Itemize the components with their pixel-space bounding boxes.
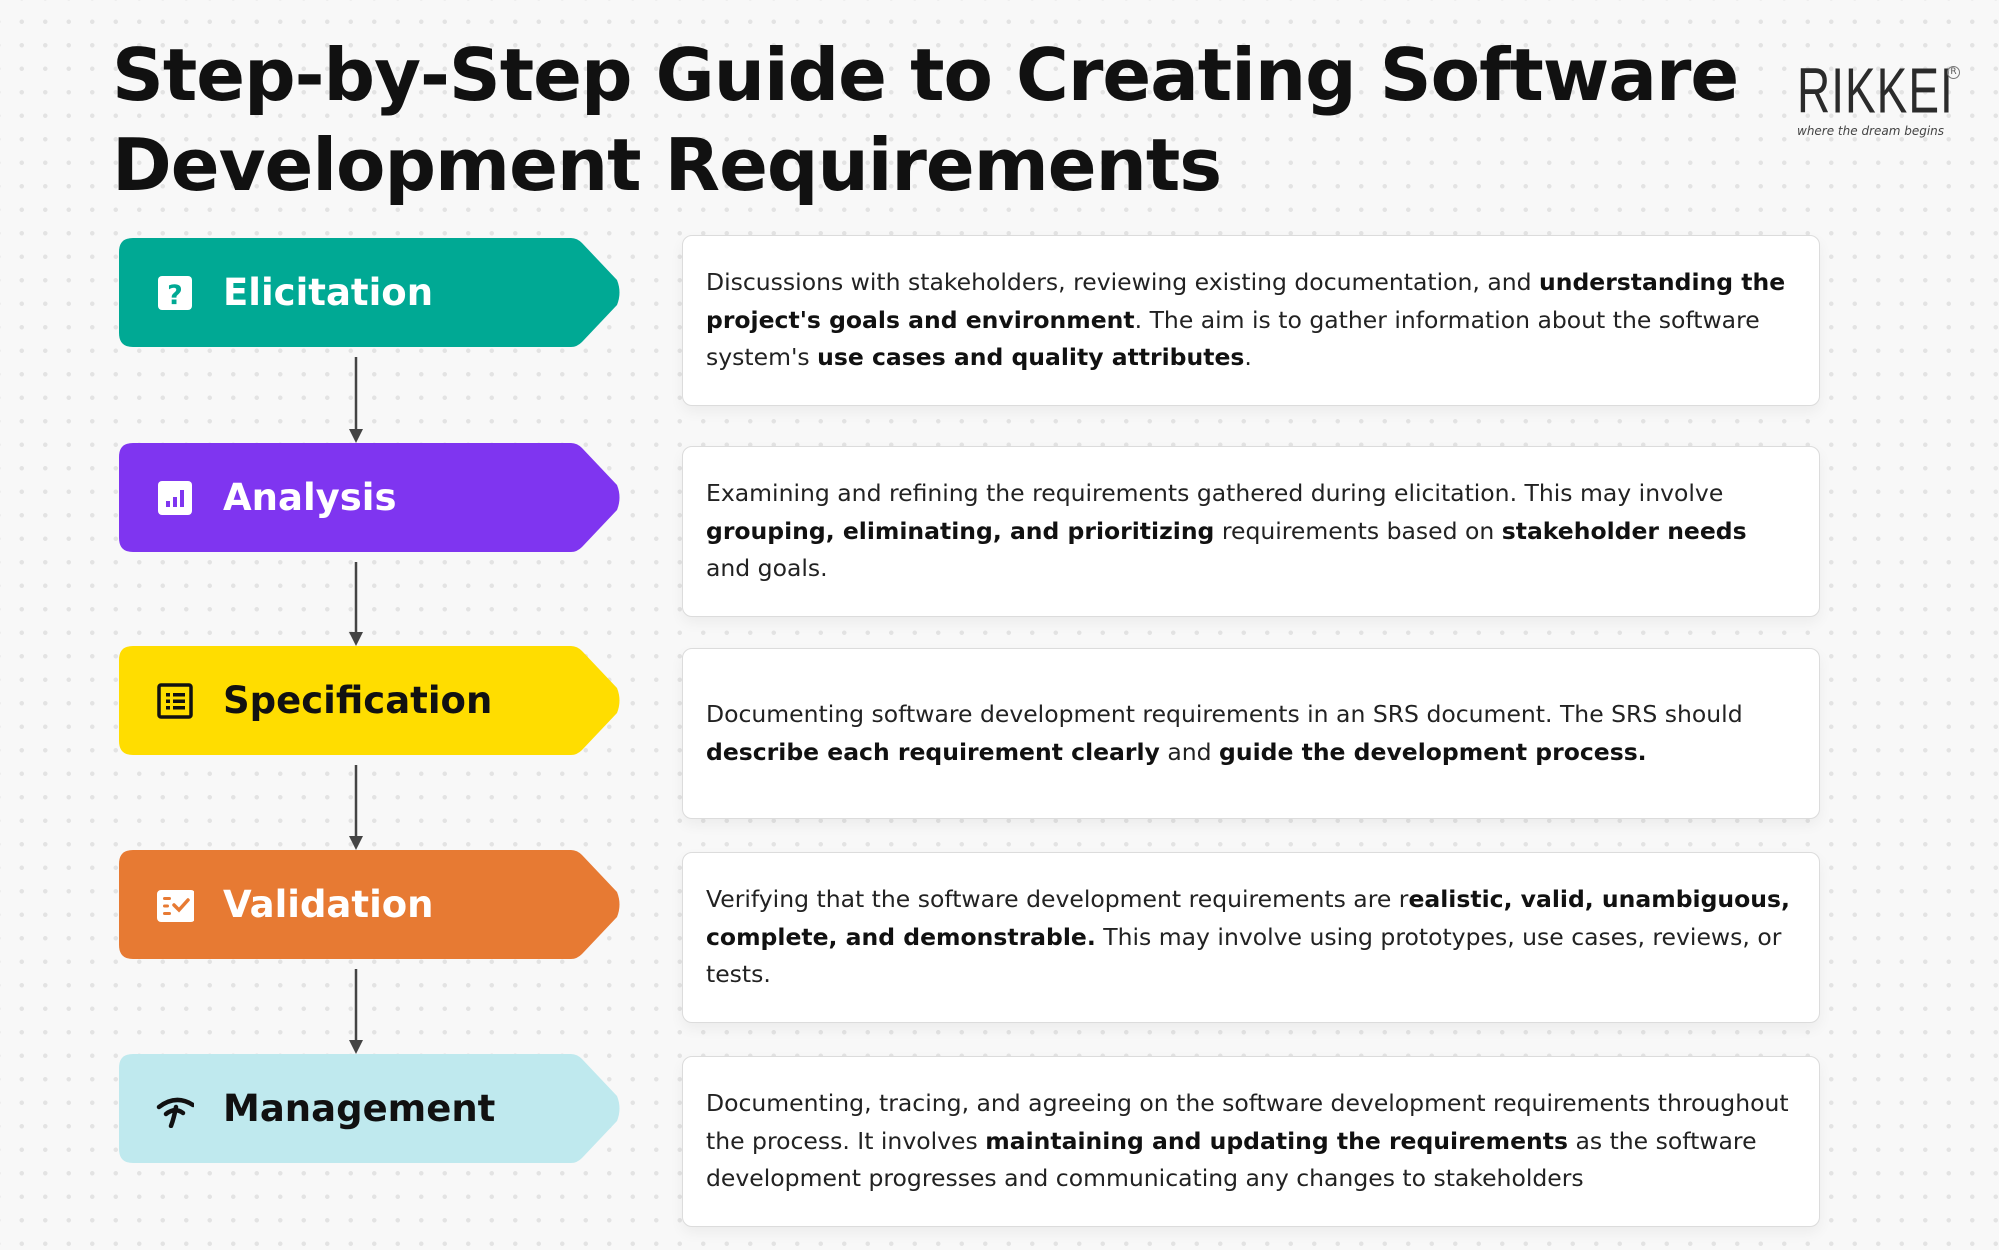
description-highlight: describe each requirement clearly [706, 737, 1160, 766]
logo-mark: RIKKEI [1797, 53, 1954, 127]
description-segment: Discussions with stakeholders, reviewing… [706, 268, 1539, 297]
bar-chart-icon [158, 481, 192, 515]
signal-icon [156, 1097, 194, 1128]
step-validation: Validation [119, 850, 622, 959]
step-analysis: Analysis [119, 443, 622, 552]
description-card: Discussions with stakeholders, reviewing… [682, 235, 1820, 406]
step-banner-shape [119, 1054, 620, 1163]
logo-tagline: where the dream begins [1797, 124, 1945, 138]
description-segment: as the software development progresses a… [706, 1126, 1757, 1193]
description-card: Documenting software development require… [682, 648, 1820, 819]
step-banner-shape [119, 646, 620, 755]
description-segment: and goals. [706, 554, 828, 583]
description-card: Examining and refining the requirements … [682, 446, 1820, 617]
step-label: Specification [223, 679, 493, 722]
description-text: Discussions with stakeholders, reviewing… [706, 264, 1795, 377]
description-segment: This may involve using prototypes, use c… [706, 922, 1782, 989]
list-icon [157, 683, 193, 719]
flow-arrow-icon [348, 765, 364, 854]
rikkei-logo: RIKKEI R where the dream begins [1797, 58, 1987, 138]
registered-mark-icon: R [1947, 66, 1960, 79]
page-title: Step-by-Step Guide to Creating Software … [112, 33, 1739, 207]
description-segment: requirements based on [1214, 516, 1502, 545]
flow-arrow-icon [348, 562, 364, 650]
description-highlight: grouping, eliminating, and prioritizing [706, 516, 1215, 545]
description-text: Verifying that the software development … [706, 881, 1795, 994]
step-label: Elicitation [223, 271, 434, 314]
step-banner-shape [119, 850, 620, 959]
question-icon: ? [158, 276, 192, 311]
step-elicitation: ? Elicitation [119, 238, 622, 347]
description-highlight: understanding the project's goals and en… [706, 268, 1786, 334]
step-label: Analysis [223, 476, 397, 519]
description-segment: Examining and refining the requirements … [706, 479, 1724, 508]
description-highlight: use cases and quality attributes [817, 343, 1245, 372]
step-banner-shape [119, 238, 620, 347]
description-segment: Verifying that the software development … [706, 885, 1409, 914]
description-highlight: stakeholder needs [1501, 516, 1747, 545]
step-label: Validation [223, 883, 434, 926]
step-label: Management [223, 1087, 496, 1130]
flow-arrow-icon [348, 969, 364, 1058]
description-text: Documenting, tracing, and agreeing on th… [706, 1085, 1795, 1198]
description-text: Documenting software development require… [706, 696, 1795, 771]
svg-text:?: ? [167, 280, 183, 311]
description-segment: . The aim is to gather information about… [706, 305, 1760, 372]
description-highlight: maintaining and updating the requirement… [985, 1126, 1568, 1155]
checklist-icon [157, 890, 194, 922]
description-segment: Documenting software development require… [706, 700, 1743, 728]
description-card: Verifying that the software development … [682, 852, 1820, 1023]
flow-arrow-icon [348, 357, 364, 447]
description-segment: and [1159, 737, 1220, 766]
step-specification: Specification [119, 646, 622, 755]
step-management: Management [119, 1054, 622, 1163]
description-highlight: ealistic, valid, unambiguous, complete, … [706, 885, 1790, 951]
step-banner-shape [119, 443, 620, 552]
description-text: Examining and refining the requirements … [706, 475, 1795, 588]
description-segment: . [1244, 343, 1252, 372]
description-card: Documenting, tracing, and agreeing on th… [682, 1056, 1820, 1227]
description-segment: Documenting, tracing, and agreeing on th… [706, 1089, 1789, 1155]
description-highlight: guide the development process. [1219, 737, 1647, 766]
